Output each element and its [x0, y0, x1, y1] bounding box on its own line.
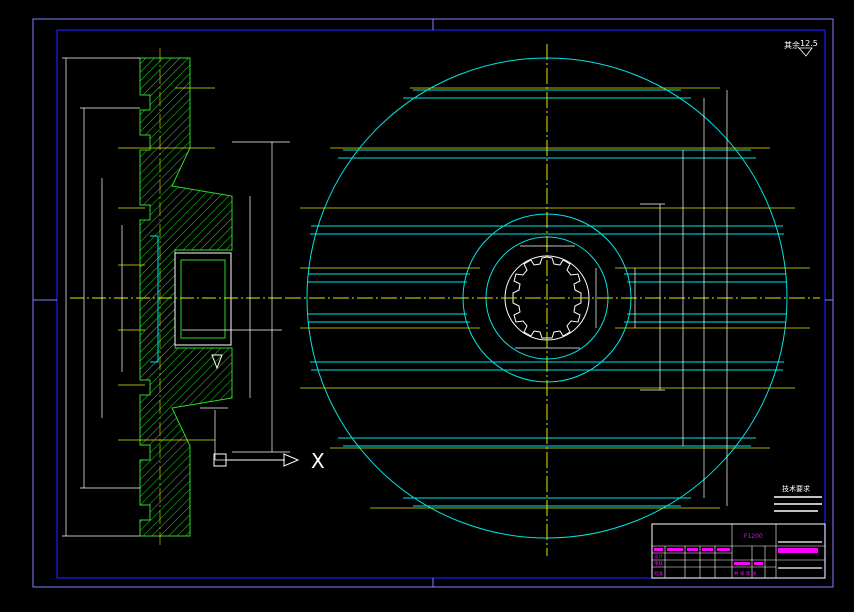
tech-requirements-lines	[774, 496, 822, 512]
yellow-ref-lines-right	[300, 87, 810, 509]
view-arrow	[226, 453, 300, 467]
slot-features	[150, 235, 159, 363]
bore-outline	[174, 252, 232, 346]
drawing-code: F1200	[744, 533, 763, 540]
front-view	[285, 44, 820, 556]
surface-note-label: 其余	[784, 40, 800, 50]
chamfer-triangle	[211, 354, 223, 370]
row-check: 审核	[654, 560, 663, 567]
row-sheet: 共 张 第 张	[734, 570, 757, 577]
tech-requirements-title: 技术要求	[782, 484, 810, 493]
title-magenta-bar	[778, 548, 818, 553]
inner-frame	[56, 29, 826, 579]
row-approve: 批准	[654, 570, 663, 577]
roughness-symbol-icon	[798, 47, 813, 57]
front-dimensions	[515, 90, 728, 506]
roughness-value: 12.5	[800, 39, 818, 48]
section-note-label: X	[311, 449, 325, 473]
section-view	[70, 48, 300, 545]
section-dimensions	[62, 57, 290, 537]
bore-inner	[180, 259, 226, 339]
row-designer: 设计	[654, 553, 663, 560]
title-block: F1200 设计 审核 批准 共 张 第 张	[651, 523, 826, 579]
yellow-ref-lines-left	[118, 87, 215, 441]
